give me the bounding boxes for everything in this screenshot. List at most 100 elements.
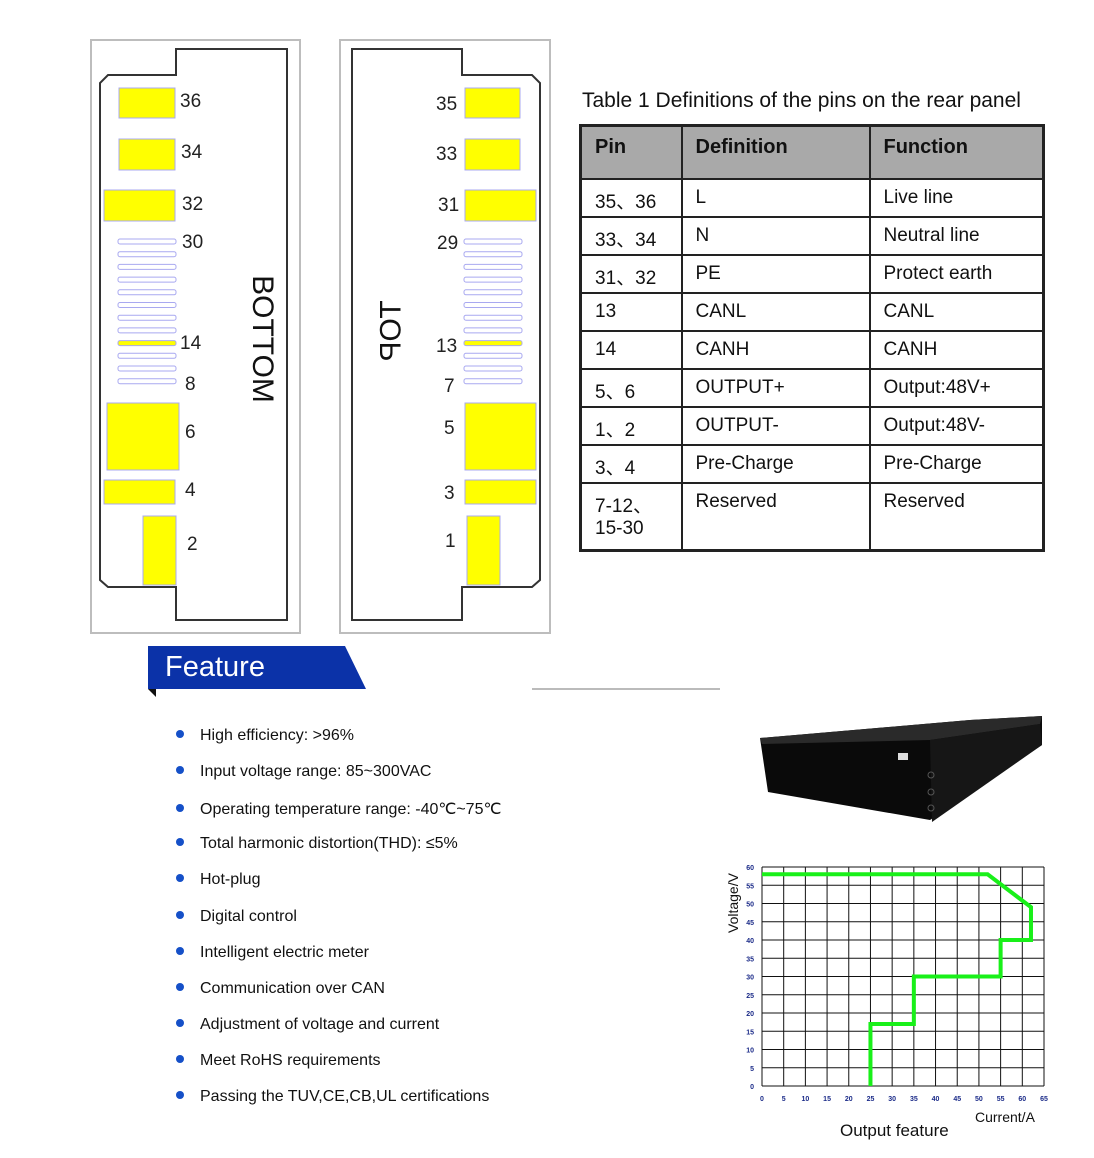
definition-cell: PE bbox=[680, 254, 871, 294]
signal-pin bbox=[117, 340, 177, 347]
pin-cell: 33、34 bbox=[579, 216, 683, 256]
pin-label: 36 bbox=[180, 91, 202, 112]
pin-label: 29 bbox=[437, 233, 459, 254]
feature-item: Digital control bbox=[176, 908, 297, 926]
pin-label: 3 bbox=[444, 483, 455, 504]
feature-item: Operating temperature range: -40℃~75℃ bbox=[176, 799, 501, 819]
top-label: TOP bbox=[374, 300, 408, 362]
signal-pin bbox=[463, 378, 523, 385]
feature-item: Intelligent electric meter bbox=[176, 944, 369, 962]
y-tick-label: 60 bbox=[746, 865, 754, 872]
x-tick-label: 50 bbox=[975, 1096, 983, 1103]
signal-pin bbox=[463, 352, 523, 359]
signal-pin bbox=[463, 238, 523, 245]
feature-text: Communication over CAN bbox=[200, 979, 385, 997]
power-pad bbox=[466, 515, 501, 586]
y-axis-label: Voltage/V bbox=[725, 872, 741, 933]
feature-item: Input voltage range: 85~300VAC bbox=[176, 763, 431, 781]
function-cell: Output:48V- bbox=[868, 406, 1045, 446]
y-tick-label: 50 bbox=[746, 902, 754, 909]
signal-pin bbox=[117, 378, 177, 385]
x-tick-label: 10 bbox=[801, 1096, 809, 1103]
power-pad bbox=[106, 402, 180, 471]
definition-cell: OUTPUT- bbox=[680, 406, 871, 446]
definition-cell: OUTPUT+ bbox=[680, 368, 871, 408]
signal-pin bbox=[463, 263, 523, 270]
bullet-icon bbox=[176, 766, 184, 775]
feature-text: Total harmonic distortion(THD): ≤5% bbox=[200, 835, 458, 853]
pin-label: 34 bbox=[181, 142, 203, 163]
function-cell: Pre-Charge bbox=[868, 444, 1045, 484]
signal-pin bbox=[463, 327, 523, 334]
signal-pin bbox=[117, 251, 177, 258]
x-tick-label: 45 bbox=[953, 1096, 961, 1103]
x-tick-label: 35 bbox=[910, 1096, 918, 1103]
feature-text: Adjustment of voltage and current bbox=[200, 1015, 440, 1033]
bullet-icon bbox=[176, 838, 184, 847]
pin-label: 2 bbox=[187, 534, 198, 555]
x-tick-label: 25 bbox=[867, 1096, 875, 1103]
definition-cell: N bbox=[680, 216, 871, 256]
y-tick-label: 10 bbox=[746, 1048, 754, 1055]
feature-text: Input voltage range: 85~300VAC bbox=[200, 763, 432, 781]
power-pad bbox=[118, 138, 176, 171]
pin-cell: 35、36 bbox=[579, 178, 683, 218]
signal-pin bbox=[463, 365, 523, 372]
power-pad bbox=[464, 189, 537, 222]
y-tick-label: 25 bbox=[746, 993, 754, 1000]
table-header-row: Pin Definition Function bbox=[579, 124, 1045, 180]
x-tick-label: 40 bbox=[932, 1096, 940, 1103]
x-tick-label: 60 bbox=[1018, 1096, 1026, 1103]
function-cell: Reserved bbox=[868, 482, 1045, 552]
y-tick-label: 20 bbox=[746, 1011, 754, 1018]
signal-pin bbox=[117, 238, 177, 245]
function-cell: CANH bbox=[868, 330, 1045, 370]
signal-pin bbox=[117, 314, 177, 321]
signal-pin bbox=[463, 289, 523, 296]
feature-item: Hot-plug bbox=[176, 871, 260, 889]
feature-item: Communication over CAN bbox=[176, 980, 385, 998]
bullet-icon bbox=[176, 874, 184, 883]
power-pad bbox=[103, 479, 176, 505]
feature-text: Operating temperature range: -40℃~75℃ bbox=[200, 801, 502, 819]
function-cell: Output:48V+ bbox=[868, 368, 1045, 408]
y-tick-label: 40 bbox=[746, 938, 754, 945]
signal-pin bbox=[117, 276, 177, 283]
function-cell: Neutral line bbox=[868, 216, 1045, 256]
bullet-icon bbox=[176, 1018, 184, 1027]
bottom-label: BOTTOM bbox=[245, 275, 279, 403]
bottom-connector-outline bbox=[99, 48, 288, 621]
pin-cell: 31、32 bbox=[579, 254, 683, 294]
definition-cell: CANL bbox=[680, 292, 871, 332]
product-image bbox=[760, 716, 1042, 822]
power-pad bbox=[118, 87, 176, 119]
pin-label: 33 bbox=[436, 144, 458, 165]
y-tick-label: 15 bbox=[746, 1029, 754, 1036]
bullet-icon bbox=[176, 1054, 184, 1063]
feature-item: Passing the TUV,CE,CB,UL certifications bbox=[176, 1088, 489, 1106]
pin-cell: 14 bbox=[579, 330, 683, 370]
pin-label: 7 bbox=[444, 376, 455, 397]
x-axis-label: Current/A bbox=[975, 1109, 1036, 1125]
signal-pin bbox=[117, 327, 177, 334]
definition-cell: Pre-Charge bbox=[680, 444, 871, 484]
x-tick-label: 0 bbox=[760, 1096, 764, 1103]
chart-title: Output feature bbox=[840, 1121, 949, 1140]
pin-cell: 13 bbox=[579, 292, 683, 332]
pin-label: 31 bbox=[438, 195, 460, 216]
feature-text: Passing the TUV,CE,CB,UL certifications bbox=[200, 1088, 490, 1105]
pin-cell: 7-12、 15-30 bbox=[579, 482, 683, 552]
signal-pin bbox=[117, 263, 177, 270]
y-tick-label: 30 bbox=[746, 975, 754, 982]
header-function: Function bbox=[868, 124, 1045, 180]
pin-cell: 3、4 bbox=[579, 444, 683, 484]
pin-cell: 5、6 bbox=[579, 368, 683, 408]
pin-label: 30 bbox=[182, 232, 204, 253]
feature-item: High efficiency: >96% bbox=[176, 727, 354, 745]
connector-diagram bbox=[90, 39, 551, 634]
